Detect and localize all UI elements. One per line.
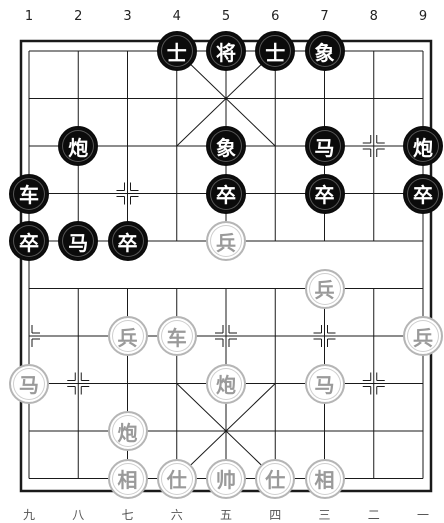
red-elephant-1-piece[interactable]: 相 [107,458,148,499]
black-soldier-5-piece[interactable]: 卒 [107,221,148,261]
black-advisor-2-piece[interactable]: 士 [255,31,296,71]
red-soldier-4-piece[interactable]: 兵 [403,316,443,356]
file-label-top: 5 [221,9,231,24]
file-label-bottom: 二 [367,508,380,522]
file-label-top: 2 [74,9,83,24]
file-label-top: 6 [271,9,280,24]
red-cannon-2-piece[interactable]: 炮 [107,411,148,451]
black-soldier-4-piece[interactable]: 卒 [9,221,49,261]
red-soldier-3-piece[interactable]: 兵 [107,316,148,356]
file-label-bottom: 九 [22,508,35,522]
red-cannon-1-piece[interactable]: 炮 [206,363,246,404]
black-horse-2-piece[interactable]: 马 [58,221,99,261]
red-general-piece[interactable]: 帅 [206,458,246,499]
black-chariot-piece[interactable]: 车 [9,173,49,214]
file-label-top: 1 [24,9,34,24]
red-chariot-piece[interactable]: 车 [156,316,197,356]
red-advisor-1-piece[interactable]: 仕 [156,458,197,499]
file-label-top: 3 [123,9,132,24]
black-cannon-1-piece[interactable]: 炮 [58,126,99,166]
file-label-top: 7 [320,9,329,24]
red-soldier-2-piece[interactable]: 兵 [304,268,345,309]
palace-diagonal [176,383,276,479]
black-elephant-1-piece[interactable]: 象 [304,31,345,71]
black-cannon-2-piece[interactable]: 炮 [403,126,443,166]
file-label-bottom: 四 [269,508,282,522]
file-label-bottom: 三 [318,508,331,522]
black-soldier-1-piece[interactable]: 卒 [206,173,246,214]
file-label-bottom: 八 [72,508,85,522]
file-label-top: 8 [369,9,378,24]
file-label-top: 9 [418,9,428,24]
black-soldier-2-piece[interactable]: 卒 [304,173,345,214]
black-elephant-2-piece[interactable]: 象 [206,126,246,166]
file-label-bottom: 七 [121,508,134,522]
palace-diagonal [176,50,276,147]
red-horse-2-piece[interactable]: 马 [304,363,345,404]
file-label-top: 4 [172,9,181,24]
black-general-piece[interactable]: 将 [206,31,246,71]
black-horse-1-piece[interactable]: 马 [304,126,345,166]
black-advisor-1-piece[interactable]: 士 [156,31,197,71]
file-label-bottom: 六 [170,508,183,522]
red-horse-1-piece[interactable]: 马 [9,363,49,404]
red-advisor-2-piece[interactable]: 仕 [255,458,296,499]
black-soldier-3-piece[interactable]: 卒 [403,173,443,214]
red-soldier-1-piece[interactable]: 兵 [206,221,246,261]
file-label-bottom: 一 [416,508,429,522]
red-elephant-2-piece[interactable]: 相 [304,458,345,499]
file-label-bottom: 五 [219,508,232,522]
